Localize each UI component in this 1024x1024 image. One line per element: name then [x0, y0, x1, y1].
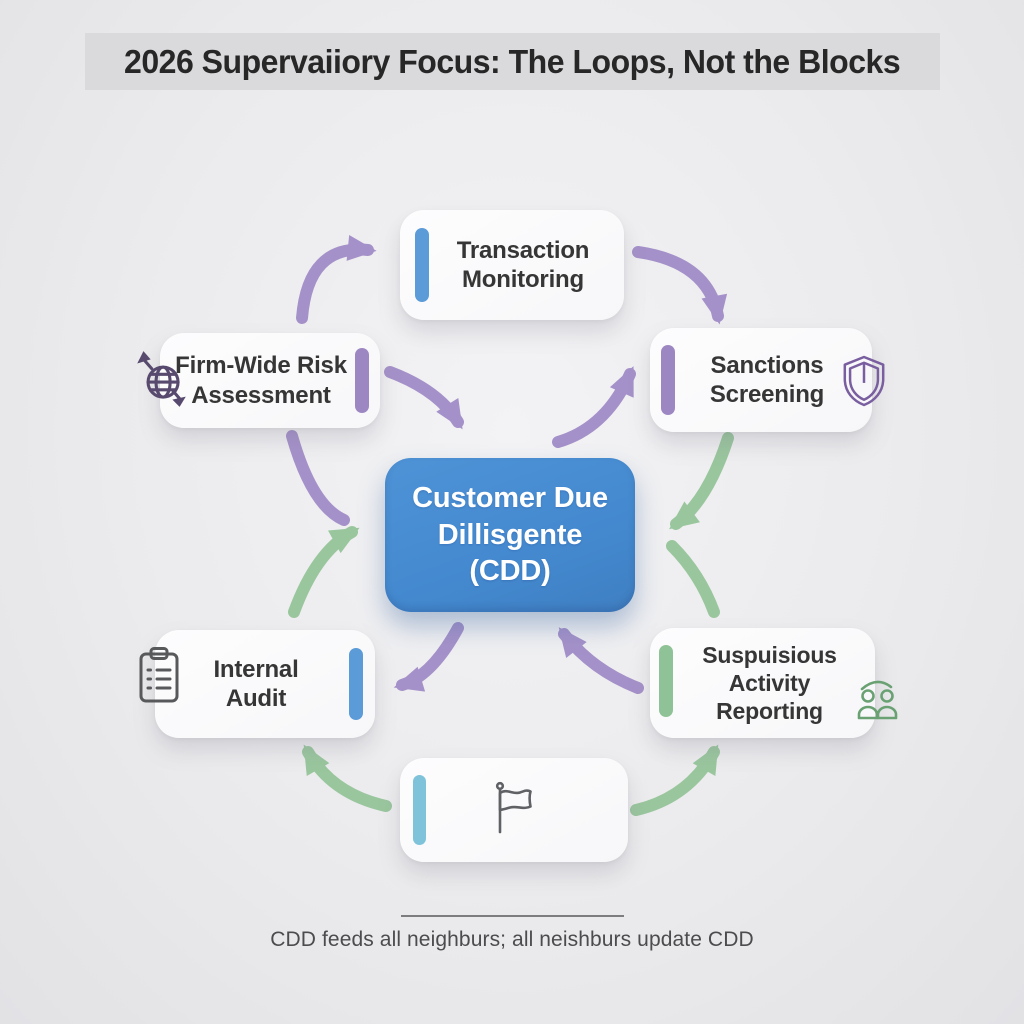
node-label: Internal Audit	[213, 655, 316, 714]
node-sanctions-screening: Sanctions Screening	[650, 328, 872, 432]
label-line: Assessment	[191, 381, 331, 409]
people-group-icon	[857, 680, 898, 720]
node-firm-wide-risk-assessment: Firm-Wide Risk Assessment	[160, 333, 380, 428]
node-label: Firm-Wide Risk Assessment	[175, 351, 365, 410]
shield-icon	[843, 355, 885, 407]
arrow-suspicious-to-cdd	[558, 627, 644, 694]
label-line: Customer Due	[412, 481, 608, 514]
label-line: Monitoring	[462, 266, 584, 293]
arrow-flag-to-suspicious	[630, 744, 720, 816]
accent-bar	[415, 228, 429, 302]
node-suspicious-activity-reporting: Suspuisious Activity Reporting	[650, 628, 875, 738]
node-label: Transaction Monitoring	[435, 236, 590, 295]
arrow-firmwide-to-monitoring	[296, 235, 377, 324]
center-node-label: Customer Due Dillisgente (CDD)	[412, 480, 608, 590]
node-internal-audit: Internal Audit	[155, 630, 375, 738]
accent-bar	[349, 648, 363, 720]
node-transaction-monitoring: Transaction Monitoring	[400, 210, 624, 320]
node-label: Suspuisious Activity Reporting	[650, 641, 875, 725]
accent-bar	[661, 345, 675, 415]
arrow-sanctions-to-cdd	[669, 432, 734, 530]
node-label: Sanctions Screening	[698, 351, 824, 410]
accent-bar	[413, 775, 426, 845]
label-line: Internal	[213, 655, 299, 683]
globe-sync-icon	[137, 351, 186, 407]
page-title: 2026 Supervaiiory Focus: The Loops, Not …	[124, 42, 901, 80]
arrow-cdd-to-sanctions	[552, 366, 636, 448]
label-line: Audit	[225, 685, 287, 712]
clipboard-checklist-icon	[139, 647, 179, 703]
label-line: Reporting	[716, 698, 823, 725]
label-line: (CDD)	[469, 555, 551, 588]
node-flag	[400, 758, 628, 862]
arrow-firmwide-to-cdd	[384, 366, 464, 430]
arrow-cdd-to-audit	[393, 622, 464, 692]
arrow-monitoring-to-sanctions	[632, 246, 728, 325]
caption-divider	[401, 915, 624, 917]
caption-text: CDD feeds all neighburs; all neishburs u…	[270, 928, 754, 951]
accent-bar	[355, 348, 369, 413]
flag-icon	[495, 781, 532, 834]
arrow-audit-to-cdd	[288, 526, 360, 618]
label-line: Suspuisious Activity	[702, 641, 837, 696]
label-line: Firm-Wide Risk	[175, 352, 347, 380]
label-line: Transaction	[456, 236, 590, 264]
label-line: Dillisgente	[437, 518, 583, 551]
arrow-flag-to-audit	[302, 744, 392, 812]
title-banner: 2026 Supervaiiory Focus: The Loops, Not …	[85, 33, 940, 90]
label-line: Sanctions	[710, 351, 824, 379]
arrow-firmwide-to-cdd-left-arc	[286, 430, 350, 526]
node-customer-due-diligence: Customer Due Dillisgente (CDD)	[385, 458, 635, 612]
arrow-cdd-to-suspicious-arc	[666, 540, 720, 618]
accent-bar	[659, 645, 673, 717]
label-line: Screening	[709, 381, 825, 408]
